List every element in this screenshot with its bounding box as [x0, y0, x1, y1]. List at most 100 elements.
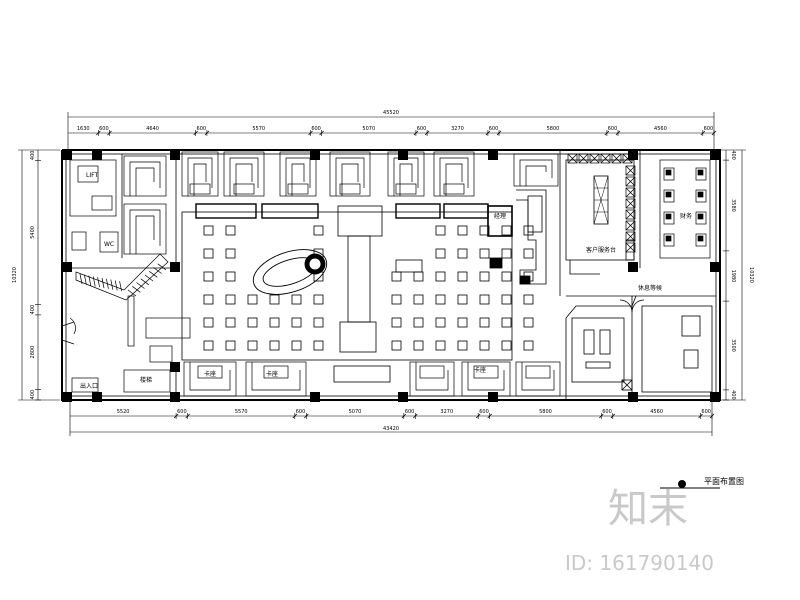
dimension-value: 400	[730, 390, 736, 400]
display-bay-panel	[443, 183, 465, 195]
cabinet	[600, 153, 611, 164]
dimension-slash	[475, 413, 481, 419]
office-right-label: 财务	[680, 212, 692, 220]
dimension-value: 3580	[730, 199, 736, 212]
stair-tread	[110, 279, 114, 290]
stair-tread	[97, 277, 100, 288]
dimension-value: 600	[405, 409, 415, 415]
seat	[391, 271, 402, 282]
right-dimension-chain	[718, 149, 746, 401]
dimension-value: 4560	[650, 409, 663, 415]
waiting-area-label: 休息等候	[638, 284, 662, 292]
display-bay	[513, 153, 559, 187]
seat	[457, 225, 468, 236]
seat	[313, 294, 324, 305]
seat	[479, 317, 490, 328]
seat	[269, 340, 280, 351]
stair-tread	[119, 281, 122, 292]
bottom-display-bays	[183, 361, 561, 397]
seat	[291, 294, 302, 305]
display-bay-panel	[525, 365, 551, 379]
dimension-slash	[107, 130, 112, 136]
workstation-chair	[665, 169, 672, 176]
display-bay-inner	[439, 157, 469, 196]
column	[710, 150, 720, 160]
dimension-value: 4640	[146, 126, 159, 132]
inner-wall-lines	[62, 150, 717, 400]
dimension-slash	[304, 413, 309, 419]
cabinet	[622, 153, 633, 164]
display-bay-panel	[197, 365, 223, 379]
display-bay-inner	[187, 157, 213, 196]
seat	[457, 294, 468, 305]
seat	[269, 294, 280, 305]
service-block	[487, 159, 635, 285]
display-bay-inner	[291, 163, 305, 196]
dimension-value: 3270	[451, 126, 464, 132]
stair-label: 楼梯	[140, 376, 152, 384]
cabinet-cross	[589, 153, 600, 164]
workstation-chair	[665, 213, 672, 220]
dimension-value: 5570	[252, 126, 265, 132]
workstation-chair	[697, 191, 704, 198]
dimension-slash	[424, 130, 430, 136]
dimension-value: 600	[704, 126, 714, 132]
cabinet-cross	[625, 165, 636, 176]
workstation-chair	[697, 213, 704, 220]
dimension-value: 1630	[77, 126, 90, 132]
dimension-value: 600	[99, 126, 109, 132]
cabinet	[625, 209, 636, 220]
seat	[523, 294, 534, 305]
display-bay-inner	[521, 362, 555, 391]
workstation-desk	[695, 211, 707, 225]
display-bay-inner	[135, 167, 155, 196]
stair-tread	[144, 274, 154, 282]
counter-b-label: 卡座	[266, 370, 278, 378]
seat	[203, 248, 214, 259]
stair-tread	[79, 273, 83, 285]
watermark-id: ID: 161790140	[565, 551, 714, 575]
seat	[523, 340, 534, 351]
column	[62, 262, 72, 272]
main-hall-frame	[181, 203, 513, 383]
seat	[225, 317, 236, 328]
display-bay	[433, 151, 475, 197]
left-overall-dimension: 10320	[12, 267, 18, 283]
cabinet	[625, 220, 636, 231]
dimension-value: 3500	[730, 339, 736, 352]
cabinet-cross	[625, 198, 636, 209]
dimension-value: 400	[30, 151, 36, 161]
dimension-value: 5800	[539, 409, 552, 415]
seat	[435, 248, 446, 259]
stair-tread	[106, 278, 109, 289]
cabinet	[625, 242, 636, 253]
seat	[501, 317, 512, 328]
seat	[269, 317, 280, 328]
dimension-value: 5400	[30, 226, 36, 239]
dimension-slash	[711, 130, 717, 136]
dimension-value: 600	[197, 126, 207, 132]
cabinet-cross	[600, 153, 611, 164]
dimension-value: 5520	[117, 409, 130, 415]
dimension-value: 600	[479, 409, 489, 415]
workstation-chair	[697, 169, 704, 176]
display-bay	[223, 151, 265, 197]
column	[92, 392, 102, 402]
seat	[313, 340, 324, 351]
right-overall-dimension: 10320	[748, 267, 754, 283]
dimension-slash	[496, 130, 502, 136]
seat	[391, 340, 402, 351]
seat	[225, 225, 236, 236]
top-display-bays	[123, 151, 559, 255]
dimension-value: 400	[30, 305, 36, 315]
dimension-value: 4560	[654, 126, 667, 132]
plan-caption: 平面布置图	[704, 476, 744, 486]
dimension-slash	[709, 413, 715, 419]
column	[710, 262, 720, 272]
workstation-desk	[663, 233, 675, 247]
cabinet-cross	[625, 176, 636, 187]
cabinet-cross	[567, 153, 578, 164]
seat	[523, 225, 534, 236]
